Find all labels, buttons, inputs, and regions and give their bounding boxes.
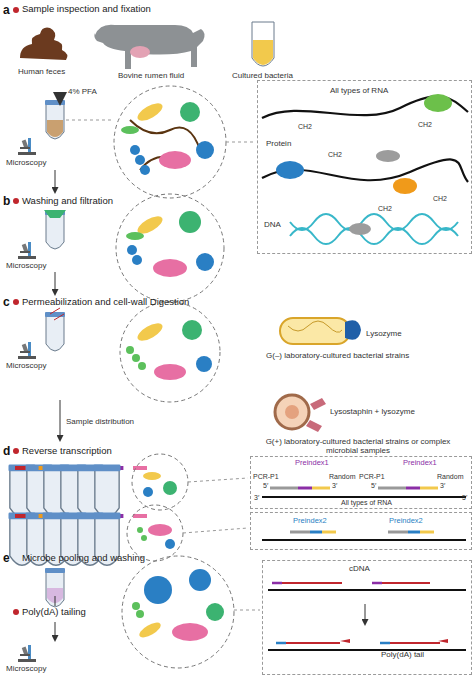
caption-text: Microscopy [6, 159, 46, 168]
panel-letter: b [3, 195, 10, 208]
panel-text: CH2 [418, 121, 432, 129]
panel-text: PCR-P1 [253, 473, 279, 481]
panel-text: CH2 [378, 205, 392, 213]
polya-marks [340, 639, 448, 643]
step-title: Reverse transcription [22, 446, 112, 456]
panel-text: 3′ [254, 494, 259, 502]
panel-text: 5′ [371, 482, 376, 490]
panel-text: cDNA [349, 565, 370, 574]
panel-text: Preindex2 [293, 517, 327, 525]
step-title: Microbe pooling and washing [22, 553, 145, 563]
panel-text: 3′ [440, 482, 445, 490]
step-title: Washing and filtration [22, 196, 113, 206]
caption-text: Microscopy [6, 665, 46, 674]
primer-panel: PCR-P1Preindex1RandomPCR-P1Preindex1Rand… [250, 456, 472, 509]
caption-text: G(–) laboratory-cultured bacterial strai… [266, 352, 409, 361]
panel-text: 5′ [263, 482, 268, 490]
panel-text: Protein [266, 140, 291, 149]
panel-text: CH2 [298, 123, 312, 131]
caption-text: Microscopy [6, 262, 46, 271]
panel-letter: a [3, 4, 10, 17]
caption-text: 4% PFA [68, 88, 97, 97]
caption-text: Bovine rumen fluid [118, 72, 184, 81]
panel-text: Poly(dA) tail [381, 651, 424, 660]
panel-letter: d [3, 445, 10, 458]
panel-text: All types of RNA [330, 87, 388, 96]
panel-letter: c [3, 296, 10, 309]
panel-text: Random [329, 473, 355, 481]
step-title: Poly(dA) tailing [22, 607, 86, 617]
caption-text: Human feces [18, 68, 65, 77]
panel-text: Preindex1 [295, 459, 329, 467]
cdna-panel: cDNA Poly(dA) tail [262, 560, 472, 675]
panel-text: Preindex2 [389, 517, 423, 525]
caption-text: Sample distribution [66, 418, 134, 427]
panel-text: PCR-P1 [359, 473, 385, 481]
panel-text: Random [437, 473, 463, 481]
caption-text: Microscopy [6, 362, 46, 371]
caption-text: G(+) laboratory-cultured bacterial strai… [258, 438, 458, 456]
step-title: Sample inspection and fixation [22, 4, 151, 14]
panel-text: Preindex1 [403, 459, 437, 467]
caption-text: Lysozyme [366, 330, 402, 339]
caption-text: Lysostaphin + lysozyme [330, 408, 415, 417]
panel-text: 5′ [462, 494, 467, 502]
panel-letter: e [3, 552, 10, 565]
panel-text: CH2 [433, 195, 447, 203]
step-title: Permeabilization and cell-wall Digestion [22, 297, 189, 307]
panel-text: CH2 [328, 151, 342, 159]
panel-text: DNA [264, 221, 281, 230]
zoom-panel: All types of RNACH2CH2CH2CH2CH2ProteinDN… [257, 80, 472, 254]
panel-text: 3′ [332, 482, 337, 490]
primer-panel: Preindex2 Preindex2 [250, 512, 472, 550]
panel-text: All types of RNA [341, 499, 392, 507]
